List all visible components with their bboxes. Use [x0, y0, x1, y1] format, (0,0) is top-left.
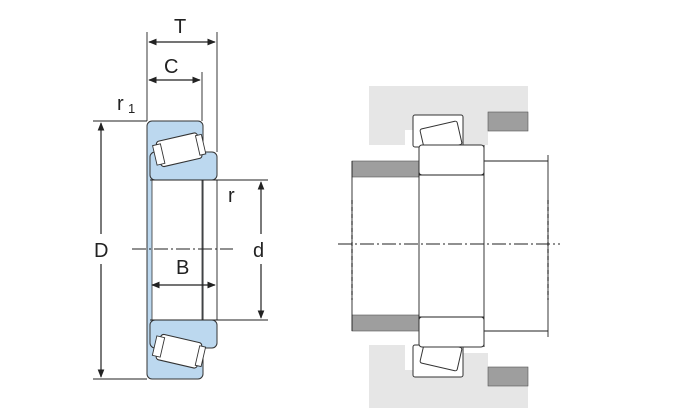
dim-label-r1: r [117, 93, 124, 115]
shaft-top-band [351, 160, 420, 178]
dim-label-D: D [94, 240, 108, 262]
ring-window [151, 159, 203, 321]
dim-label-d: d [253, 240, 264, 262]
dim-label-B: B [176, 257, 189, 279]
dim-label-T: T [174, 16, 186, 38]
upper-roller [152, 132, 207, 168]
left-section-view: T C r 1 D d r B [90, 16, 272, 380]
dim-label-C: C [164, 56, 178, 78]
shaft-bottom-band [351, 314, 420, 332]
dim-label-r: r [228, 185, 235, 207]
lower-roller [151, 333, 207, 369]
right-mounting-view [338, 86, 560, 408]
dim-label-r1-subscript: 1 [128, 101, 135, 116]
